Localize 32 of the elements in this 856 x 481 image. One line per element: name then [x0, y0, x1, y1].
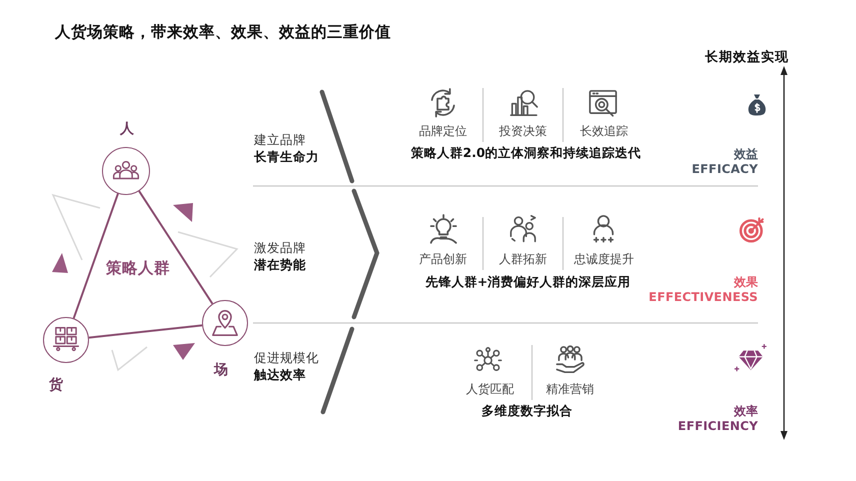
item-label: 人货匹配: [466, 383, 514, 397]
summary-text: 多维度数字拟合: [482, 404, 572, 418]
metric-label: EFFECTIVENESS: [648, 291, 758, 305]
metric-label: EFFICIENCY: [678, 420, 758, 434]
row-heading: 建立品牌: [254, 133, 306, 148]
row-subheading: 潜在势能: [254, 258, 306, 272]
metric-label: EFFICACY: [692, 163, 758, 177]
connector-line: [138, 190, 214, 304]
item-label: 人群拓新: [499, 253, 547, 267]
summary-text: 策略人群2.0的立体洞察和持续追踪迭代: [410, 146, 642, 160]
metric-label: 效果: [734, 276, 758, 290]
item-label: 忠诚度提升: [574, 253, 634, 267]
item-label: 产品创新: [419, 253, 467, 267]
metric-label: 效益: [734, 148, 758, 162]
row-heading: 促进规模化: [254, 351, 319, 366]
summary-text: 先锋人群+消费偏好人群的深层应用: [425, 275, 631, 290]
item-label: 品牌定位: [419, 125, 467, 139]
node-label: 货: [49, 377, 63, 394]
axis-label: 长期效益实现: [705, 51, 789, 66]
item-label: 精准营销: [546, 383, 594, 397]
metric-label: 效率: [734, 405, 758, 419]
node-label: 人: [120, 121, 134, 138]
connector-line: [88, 324, 202, 339]
item-label: 长效追踪: [580, 125, 628, 139]
row-subheading: 长青生命力: [254, 150, 319, 164]
row-subheading: 触达效率: [254, 368, 306, 382]
item-label: 投资决策: [499, 125, 547, 139]
center-label: 策略人群: [106, 260, 170, 278]
connector-line: [72, 193, 119, 319]
row-heading: 激发品牌: [254, 241, 306, 256]
node-label: 场: [214, 362, 228, 378]
title: 人货场策略，带来效率、效果、效益的三重价值: [55, 24, 391, 42]
